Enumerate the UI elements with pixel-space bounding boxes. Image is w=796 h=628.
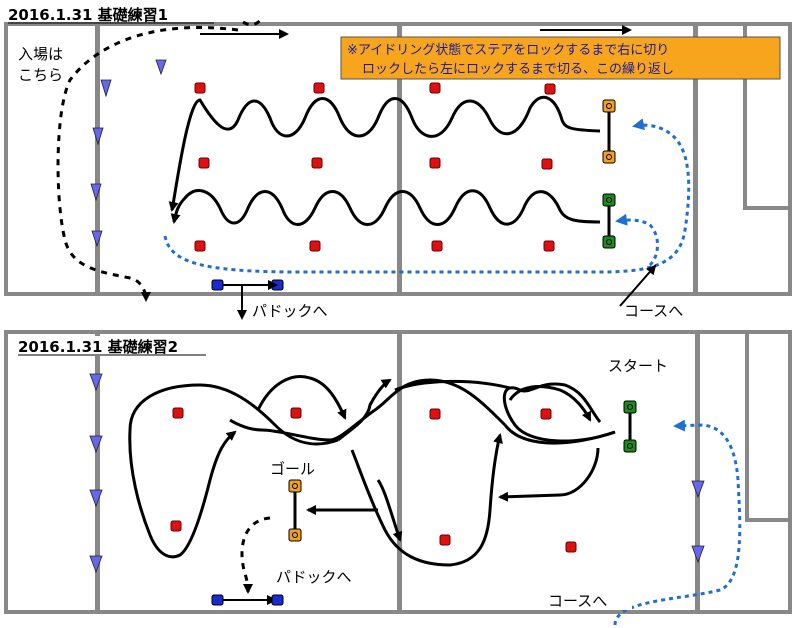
cone-icon bbox=[691, 545, 705, 564]
instruction-note: ※アイドリング状態でステアをロックするまで右に切り ロックしたら左にロックするま… bbox=[340, 36, 781, 80]
entrance-path bbox=[56, 17, 264, 300]
cone-icon bbox=[155, 59, 167, 76]
diagram-2-title: 2016.1.31 基礎練習2 bbox=[18, 338, 178, 356]
paddock-gate-2 bbox=[211, 594, 284, 606]
cone-icon bbox=[91, 230, 103, 248]
start-marker-orange bbox=[602, 99, 616, 164]
cone-icon bbox=[92, 127, 104, 146]
cone-row-blue-1 bbox=[90, 59, 167, 248]
cone-icon bbox=[89, 373, 103, 392]
cone-icon bbox=[691, 480, 705, 499]
start-marker-green bbox=[602, 193, 616, 249]
note-line-2: ロックしたら左にロックするまで切る、この繰り返し bbox=[362, 62, 674, 77]
paddock-gate-1 bbox=[211, 279, 284, 320]
start-marker-green-2 bbox=[623, 400, 637, 453]
pylon-markers-2 bbox=[170, 407, 577, 553]
start-label: スタート bbox=[608, 357, 668, 375]
entrance-label-2: こちら bbox=[18, 66, 63, 84]
return-path-blue bbox=[163, 118, 691, 274]
goal-label: ゴール bbox=[270, 460, 315, 478]
loop-middle bbox=[350, 433, 503, 567]
direction-arrow bbox=[498, 447, 600, 502]
field-walls-2 bbox=[4, 330, 792, 614]
arc-upper-middle bbox=[256, 375, 347, 420]
slalom-path-upper bbox=[168, 95, 601, 212]
diagram-2: 2016.1.31 基礎練習2 bbox=[4, 330, 792, 626]
cone-row-blue-2 bbox=[89, 373, 705, 574]
goal-marker-orange bbox=[288, 479, 302, 542]
cone-icon bbox=[89, 489, 103, 508]
diagram-1: 2016.1.31 基礎練習1 ※アイドリング状態でステアをロックするまで右に切… bbox=[4, 6, 792, 320]
paddock-label-1: パドックへ bbox=[252, 302, 327, 320]
note-line-1: ※アイドリング状態でステアをロックするまで右に切り bbox=[347, 42, 669, 58]
slalom-path-lower bbox=[170, 189, 601, 226]
cone-icon bbox=[90, 183, 102, 202]
course-label-1: コースへ bbox=[624, 302, 683, 320]
return-path-blue-2 bbox=[615, 213, 659, 267]
course-arrow-1 bbox=[619, 264, 657, 307]
cone-icon bbox=[89, 435, 103, 454]
field-walls-1 bbox=[4, 22, 792, 296]
paddock-path-2 bbox=[240, 516, 271, 594]
cone-icon bbox=[100, 79, 112, 98]
course-label-2: コースへ bbox=[548, 592, 607, 610]
course-path-blue bbox=[613, 419, 742, 626]
diagram-1-title: 2016.1.31 基礎練習1 bbox=[8, 6, 168, 24]
paddock-label-2: パドックへ bbox=[276, 568, 351, 586]
course-path-main bbox=[229, 378, 616, 443]
entrance-label-1: 入場は bbox=[18, 45, 63, 63]
pylon-markers-1 bbox=[194, 82, 556, 252]
cone-icon bbox=[89, 555, 103, 574]
loop-left bbox=[128, 383, 339, 559]
